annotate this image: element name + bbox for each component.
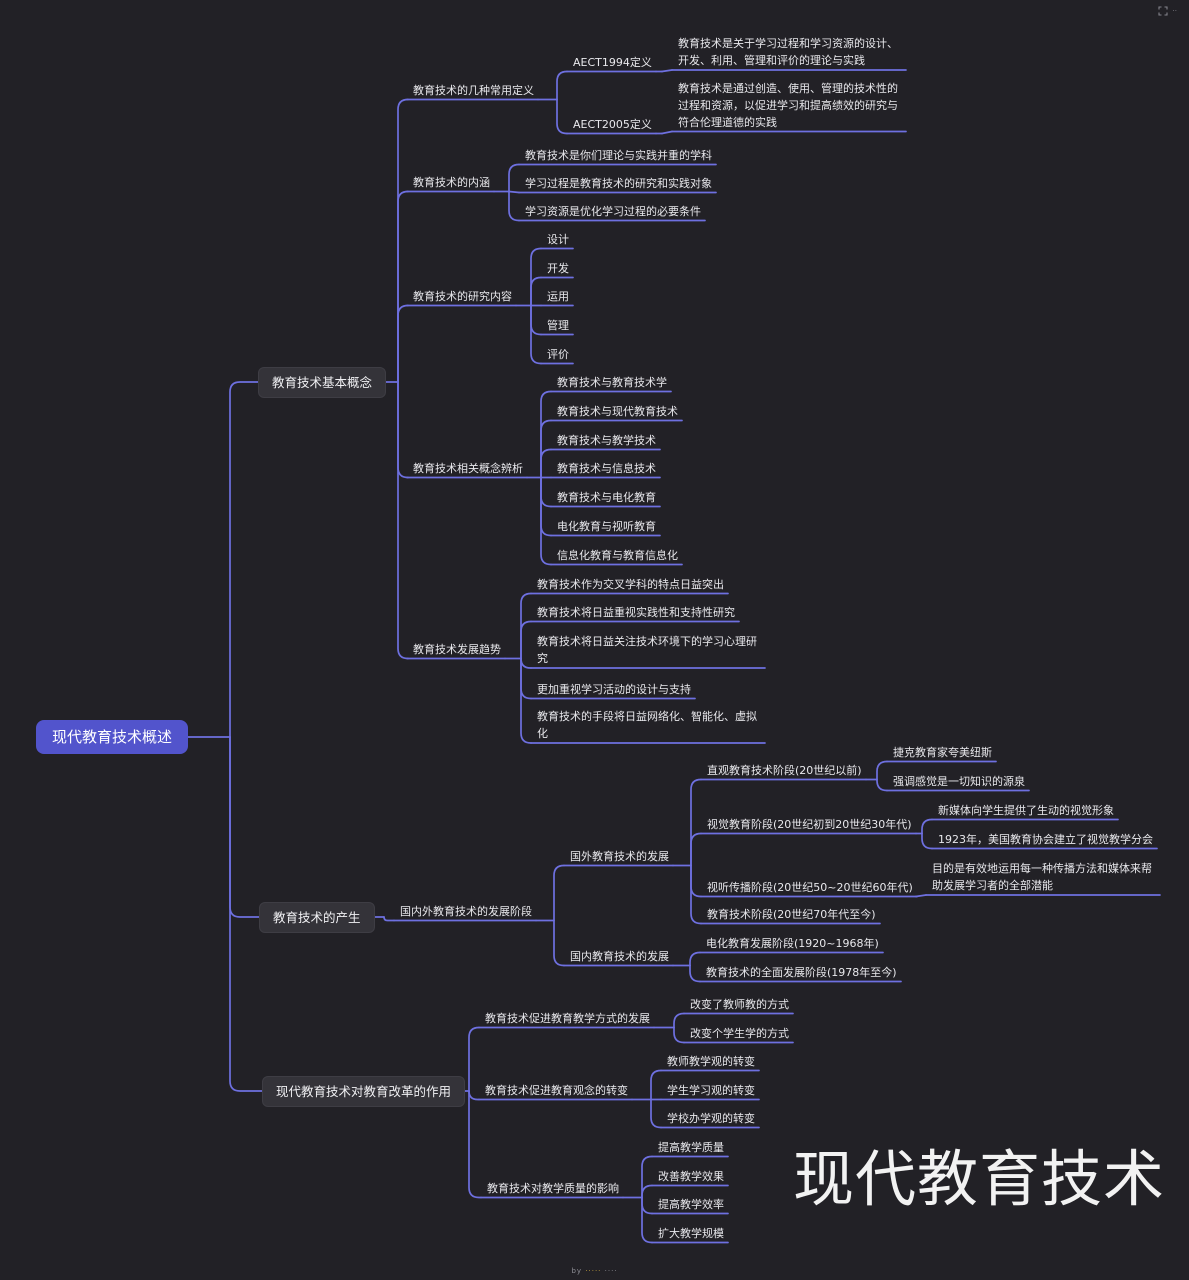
topic-node[interactable]: 国内教育技术的发展 xyxy=(570,949,669,963)
topic-node[interactable]: 设计 xyxy=(547,232,569,246)
topic-node[interactable]: 教育技术的全面发展阶段(1978年至今) xyxy=(706,965,897,979)
topic-node[interactable]: 教育技术促进教育观念的转变 xyxy=(485,1083,628,1097)
topic-node[interactable]: 改善教学效果 xyxy=(658,1169,724,1183)
topic-node[interactable]: 扩大教学规模 xyxy=(658,1226,724,1240)
topic-node[interactable]: 教育技术是通过创造、使用、管理的技术性的过程和资源，以促进学习和提高绩效的研究与… xyxy=(678,81,898,129)
branch-node[interactable]: 现代教育技术对教育改革的作用 xyxy=(262,1075,466,1107)
topic-node[interactable]: 目的是有效地运用每一种传播方法和媒体来帮助发展学习者的全部潜能 xyxy=(932,862,1152,892)
footer-watermark: by ····· ···· xyxy=(0,1266,1189,1276)
topic-node[interactable]: 视觉教育阶段(20世纪初到20世纪30年代) xyxy=(707,817,912,831)
topic-node[interactable]: 电化教育发展阶段(1920~1968年) xyxy=(706,936,879,950)
topic-node[interactable]: 教育技术的内涵 xyxy=(413,175,490,189)
topic-node[interactable]: 管理 xyxy=(547,318,569,332)
topic-node[interactable]: 国外教育技术的发展 xyxy=(570,849,669,863)
footer-mark: ···· xyxy=(604,1267,618,1275)
topic-node[interactable]: 教育技术将日益重视实践性和支持性研究 xyxy=(537,605,735,619)
topic-node[interactable]: 教育技术作为交叉学科的特点日益突出 xyxy=(537,577,724,591)
topic-node[interactable]: 评价 xyxy=(547,347,569,361)
topic-node[interactable]: AECT1994定义 xyxy=(573,55,652,69)
topic-node[interactable]: 教育技术的几种常用定义 xyxy=(413,83,534,97)
topic-node[interactable]: 教育技术与教学技术 xyxy=(557,433,656,447)
topic-node[interactable]: 教育技术与现代教育技术 xyxy=(557,404,678,418)
topic-node[interactable]: 教育技术对教学质量的影响 xyxy=(487,1181,619,1195)
fullscreen-control[interactable]: ·· xyxy=(1157,6,1177,16)
corner-hint: ·· xyxy=(1172,7,1177,15)
topic-node[interactable]: 教育技术与教育技术学 xyxy=(557,375,667,389)
topic-node[interactable]: AECT2005定义 xyxy=(573,117,652,131)
topic-node[interactable]: 信息化教育与教育信息化 xyxy=(557,548,678,562)
topic-node[interactable]: 直观教育技术阶段(20世纪以前) xyxy=(707,763,862,777)
footer-mark: ····· xyxy=(585,1267,605,1275)
topic-node[interactable]: 教育技术的研究内容 xyxy=(413,289,512,303)
branch-node[interactable]: 教育技术的产生 xyxy=(259,901,375,933)
footer-prefix: by xyxy=(571,1267,586,1275)
topic-node[interactable]: 更加重视学习活动的设计与支持 xyxy=(537,682,691,696)
topic-node[interactable]: 运用 xyxy=(547,289,569,303)
topic-node[interactable]: 学习资源是优化学习过程的必要条件 xyxy=(525,204,701,218)
topic-node[interactable]: 新媒体向学生提供了生动的视觉形象 xyxy=(938,803,1114,817)
topic-node[interactable]: 电化教育与视听教育 xyxy=(557,519,656,533)
topic-node[interactable]: 改变个学生学的方式 xyxy=(690,1026,789,1040)
topic-node[interactable]: 教育技术阶段(20世纪70年代至今) xyxy=(707,907,876,921)
topic-node[interactable]: 教育技术发展趋势 xyxy=(413,642,501,656)
topic-node[interactable]: 学习过程是教育技术的研究和实践对象 xyxy=(525,176,712,190)
topic-node[interactable]: 提高教学效率 xyxy=(658,1197,724,1211)
topic-node[interactable]: 教育技术促进教育教学方式的发展 xyxy=(485,1011,650,1025)
topic-node[interactable]: 教师教学观的转变 xyxy=(667,1054,755,1068)
topic-node[interactable]: 国内外教育技术的发展阶段 xyxy=(400,904,532,918)
topic-node[interactable]: 改变了教师教的方式 xyxy=(690,997,789,1011)
topic-node[interactable]: 教育技术相关概念辨析 xyxy=(413,461,523,475)
topic-node[interactable]: 教育技术将日益关注技术环境下的学习心理研究 xyxy=(537,635,757,665)
topic-node[interactable]: 学校办学观的转变 xyxy=(667,1111,755,1125)
topic-node[interactable]: 教育技术的手段将日益网络化、智能化、虚拟化 xyxy=(537,710,757,740)
topic-node[interactable]: 提高教学质量 xyxy=(658,1140,724,1154)
topic-node[interactable]: 教育技术是你们理论与实践并重的学科 xyxy=(525,148,712,162)
topic-node[interactable]: 教育技术是关于学习过程和学习资源的设计、开发、利用、管理和评价的理论与实践 xyxy=(678,37,898,67)
topic-node[interactable]: 教育技术与信息技术 xyxy=(557,461,656,475)
topic-node[interactable]: 开发 xyxy=(547,261,569,275)
topic-node[interactable]: 教育技术与电化教育 xyxy=(557,490,656,504)
root-node[interactable]: 现代教育技术概述 xyxy=(36,720,189,754)
topic-node[interactable]: 学生学习观的转变 xyxy=(667,1083,755,1097)
topic-node[interactable]: 1923年，美国教育协会建立了视觉教学分会 xyxy=(938,832,1153,846)
fullscreen-icon xyxy=(1157,6,1168,16)
topic-node[interactable]: 视听传播阶段(20世纪50~20世纪60年代) xyxy=(707,880,913,894)
topic-node[interactable]: 强调感觉是一切知识的源泉 xyxy=(893,774,1025,788)
branch-node[interactable]: 教育技术基本概念 xyxy=(258,366,387,398)
watermark-title: 现代教育技术 xyxy=(793,1144,1166,1215)
topic-node[interactable]: 捷克教育家夸美纽斯 xyxy=(893,745,992,759)
